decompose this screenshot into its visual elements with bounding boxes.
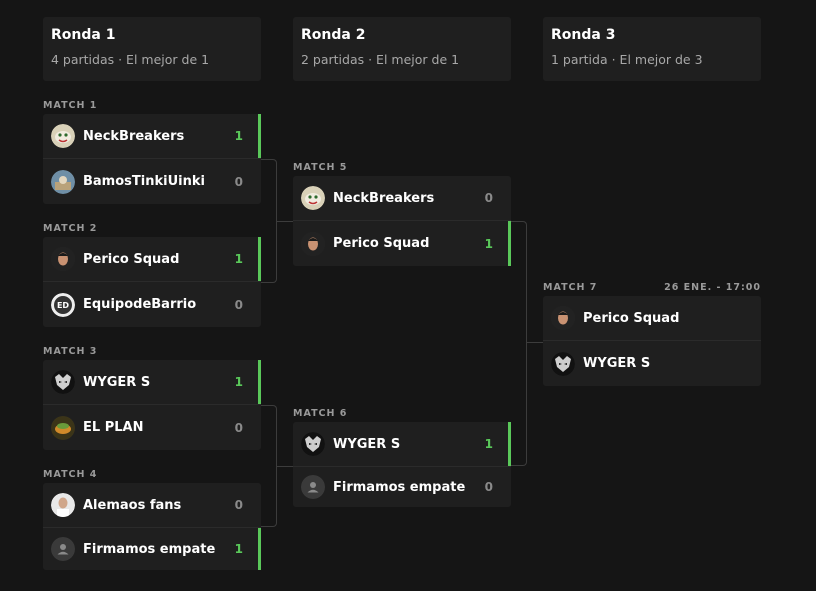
perico-squad-logo-icon bbox=[51, 247, 75, 271]
match-4-team-2[interactable]: Firmamos empate 1 bbox=[43, 528, 261, 570]
match-7-team-1[interactable]: Perico Squad bbox=[543, 296, 761, 341]
team-score: 0 bbox=[234, 420, 243, 435]
team-score: 0 bbox=[484, 480, 493, 494]
match-2-team-1[interactable]: Perico Squad 1 bbox=[43, 237, 261, 282]
match-3-team-1[interactable]: WYGER S 1 bbox=[43, 360, 261, 405]
round-3-subtitle: 1 partida · El mejor de 3 bbox=[551, 52, 703, 67]
match-3-team-2[interactable]: EL PLAN 0 bbox=[43, 405, 261, 450]
team-name: Firmamos empate bbox=[333, 479, 466, 495]
match-6-card[interactable]: WYGER S 1 Firmamos empate 0 bbox=[293, 422, 511, 507]
match-2-card[interactable]: Perico Squad 1 EquipodeBarrio 0 bbox=[43, 237, 261, 327]
match-4-team-1[interactable]: Alemaos fans 0 bbox=[43, 483, 261, 528]
connector-m1-m2 bbox=[261, 159, 277, 283]
default-user-icon bbox=[301, 475, 325, 499]
team-name: EquipodeBarrio bbox=[83, 297, 197, 312]
team-score: 0 bbox=[234, 297, 243, 312]
team-name: Alemaos fans bbox=[83, 497, 182, 513]
team-name: EL PLAN bbox=[83, 420, 144, 435]
match-6-label: MATCH 6 bbox=[293, 408, 348, 419]
match-5-card[interactable]: NeckBreakers 0 Perico Squad 1 bbox=[293, 176, 511, 266]
team-score: 1 bbox=[234, 252, 243, 266]
match-7-team-2[interactable]: WYGER S bbox=[543, 341, 761, 386]
perico-squad-logo-icon bbox=[301, 231, 325, 256]
neckbreakers-logo-icon bbox=[51, 124, 75, 148]
match-2-team-2[interactable]: EquipodeBarrio 0 bbox=[43, 282, 261, 327]
connector-to-m6 bbox=[276, 466, 293, 467]
team-name: WYGER S bbox=[83, 374, 151, 390]
match-5-team-2[interactable]: Perico Squad 1 bbox=[293, 221, 511, 266]
team-name: Perico Squad bbox=[83, 251, 180, 267]
default-user-icon bbox=[51, 537, 75, 561]
match-3-label: MATCH 3 bbox=[43, 346, 98, 357]
wyger-s-logo-icon bbox=[51, 370, 75, 394]
match-4-card[interactable]: Alemaos fans 0 Firmamos empate 1 bbox=[43, 483, 261, 570]
match-6-team-1[interactable]: WYGER S 1 bbox=[293, 422, 511, 467]
team-score: 0 bbox=[234, 498, 243, 512]
match-5-team-1[interactable]: NeckBreakers 0 bbox=[293, 176, 511, 221]
team-name: Firmamos empate bbox=[83, 541, 216, 557]
match-1-card[interactable]: NeckBreakers 1 BamosTinkiUinki 0 bbox=[43, 114, 261, 204]
team-name: Perico Squad bbox=[333, 236, 430, 251]
team-score: 1 bbox=[234, 542, 243, 556]
match-7-date: 26 ENE. - 17:00 bbox=[664, 282, 761, 293]
connector-to-m7 bbox=[526, 342, 543, 343]
match-2-label: MATCH 2 bbox=[43, 223, 98, 234]
team-name: Perico Squad bbox=[583, 310, 680, 326]
round-3-header: Ronda 3 1 partida · El mejor de 3 bbox=[543, 17, 761, 81]
team-score: 0 bbox=[234, 174, 243, 189]
round-2-header: Ronda 2 2 partidas · El mejor de 1 bbox=[293, 17, 511, 81]
match-1-team-1[interactable]: NeckBreakers 1 bbox=[43, 114, 261, 159]
round-1-subtitle: 4 partidas · El mejor de 1 bbox=[51, 52, 210, 67]
team-score: 1 bbox=[484, 236, 493, 251]
match-3-card[interactable]: WYGER S 1 EL PLAN 0 bbox=[43, 360, 261, 450]
team-name: NeckBreakers bbox=[83, 128, 185, 144]
team-score: 0 bbox=[484, 191, 493, 205]
round-3-title: Ronda 3 bbox=[551, 27, 616, 43]
team-score: 1 bbox=[234, 375, 243, 389]
match-6-team-2[interactable]: Firmamos empate 0 bbox=[293, 467, 511, 507]
wyger-s-logo-icon bbox=[551, 351, 575, 376]
match-7-label: MATCH 7 bbox=[543, 282, 598, 293]
wyger-s-logo-icon bbox=[301, 432, 325, 456]
el-plan-logo-icon bbox=[51, 415, 75, 440]
team-score: 1 bbox=[234, 129, 243, 143]
connector-m3-m4 bbox=[261, 405, 277, 527]
perico-squad-logo-icon bbox=[551, 306, 575, 330]
neckbreakers-logo-icon bbox=[301, 186, 325, 210]
alemaos-fans-logo-icon bbox=[51, 493, 75, 517]
round-2-subtitle: 2 partidas · El mejor de 1 bbox=[301, 52, 460, 67]
round-1-title: Ronda 1 bbox=[51, 27, 116, 43]
bamostinkiuinki-logo-icon bbox=[51, 169, 75, 194]
team-name: WYGER S bbox=[333, 436, 401, 452]
match-1-label: MATCH 1 bbox=[43, 100, 98, 111]
round-2-title: Ronda 2 bbox=[301, 27, 366, 43]
match-4-label: MATCH 4 bbox=[43, 469, 98, 480]
connector-m5-m6 bbox=[511, 221, 527, 466]
round-1-header: Ronda 1 4 partidas · El mejor de 1 bbox=[43, 17, 261, 81]
match-1-team-2[interactable]: BamosTinkiUinki 0 bbox=[43, 159, 261, 204]
connector-to-m5 bbox=[276, 221, 293, 222]
match-7-card[interactable]: Perico Squad WYGER S bbox=[543, 296, 761, 386]
match-5-label: MATCH 5 bbox=[293, 162, 348, 173]
team-name: BamosTinkiUinki bbox=[83, 174, 205, 189]
team-name: NeckBreakers bbox=[333, 190, 435, 206]
team-score: 1 bbox=[484, 437, 493, 451]
equipodebarrio-logo-icon bbox=[51, 292, 75, 317]
team-name: WYGER S bbox=[583, 356, 651, 371]
